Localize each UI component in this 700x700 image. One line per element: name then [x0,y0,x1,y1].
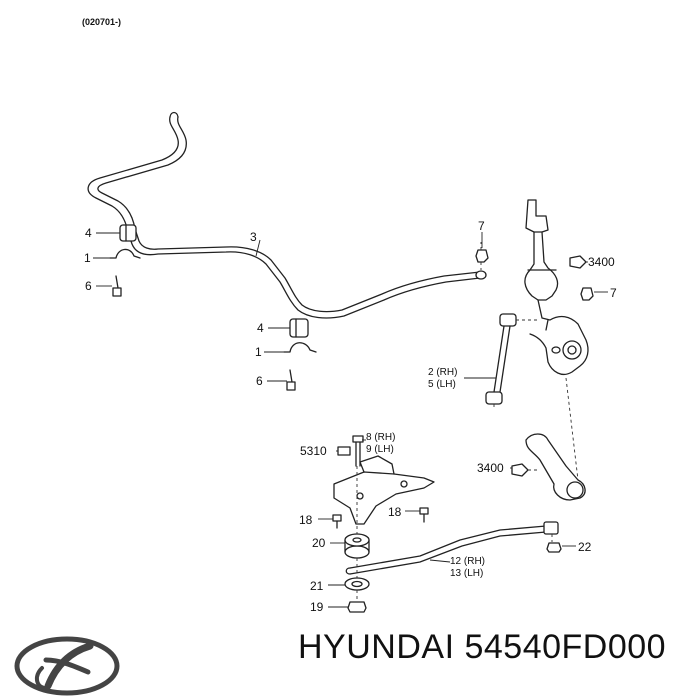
callout-1-lower: 1 [255,345,262,359]
washer-21 [344,577,370,591]
nut-19 [347,601,367,613]
callout-5-lh: 5 (LH) [428,379,456,390]
nut-7-lower [580,287,594,301]
callout-3400-lower: 3400 [477,461,504,475]
tension-rod [345,521,559,575]
crossmember-bracket [333,455,435,525]
leader-lines [93,232,608,608]
callout-7-lower: 7 [610,286,617,300]
bolt-18-left [332,514,342,529]
callout-18-left: 18 [299,513,313,527]
lower-arm [525,433,586,501]
callout-18-right: 18 [388,505,402,519]
bushing-clamp-upper [109,224,141,297]
callout-6-lower: 6 [256,374,263,388]
bushing-20 [344,533,370,559]
callout-3: 3 [250,230,257,244]
strut-assembly [524,199,589,376]
callout-4-upper: 4 [85,226,92,240]
callout-5310: 5310 [300,444,327,458]
callout-6-upper: 6 [85,279,92,293]
bolt-8-9 [352,435,364,467]
callout-4-lower: 4 [257,321,264,335]
callout-9-lh: 9 (LH) [366,444,394,455]
bolt-5310 [337,446,351,456]
bolt-18-right [419,507,429,523]
callout-1-upper: 1 [84,251,91,265]
nut-22 [546,542,562,553]
nut-7-upper [475,249,489,263]
stabilizer-link [485,313,517,405]
callout-7-upper: 7 [478,219,485,233]
diagram-code: (020701-) [82,17,121,27]
callout-13-lh: 13 (LH) [450,568,483,579]
bolt-3400-upper [569,255,587,269]
callout-19: 19 [310,600,324,614]
bushing-clamp-lower [283,318,317,391]
callout-12-rh: 12 (RH) [450,556,485,567]
callout-8-rh: 8 (RH) [366,432,395,443]
assembly-dash-lines [356,242,579,600]
hyundai-logo-icon [14,636,120,696]
stabilizer-bar [87,111,487,319]
callout-20: 20 [312,536,326,550]
callout-22: 22 [578,540,592,554]
callout-21: 21 [310,579,324,593]
callout-2-rh: 2 (RH) [428,367,457,378]
bolt-3400-lower [511,463,529,477]
callout-3400-upper: 3400 [588,255,615,269]
